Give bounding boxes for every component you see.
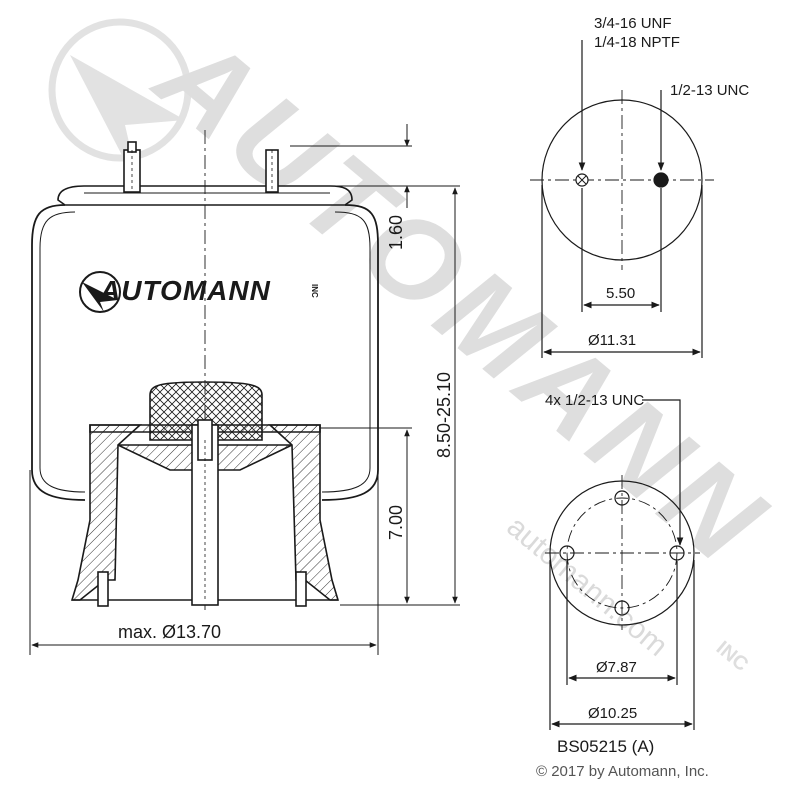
label-bolt: 4x 1/2-13 UNC [545, 392, 644, 409]
watermark-circle [48, 18, 192, 162]
watermark: AUTOMANN automann.com INC [48, 7, 793, 676]
watermark-inc-mark: INC [712, 637, 753, 676]
top-plate-view [530, 40, 714, 358]
bottom-stud-right [295, 571, 307, 607]
stud-hole-icon [653, 172, 669, 188]
label-thread-line2: 1/4-18 NPTF [594, 34, 680, 51]
label-base-diameter: Ø10.25 [588, 705, 637, 722]
label-height-range: 8.50-25.10 [434, 372, 454, 458]
piston-right-wall [267, 424, 340, 601]
bolt-hole-right [669, 545, 685, 561]
label-thread-line1: 3/4-16 UNF [594, 15, 672, 32]
bolt-hole-left [559, 545, 575, 561]
bellows-body [31, 204, 379, 501]
label-stud: 1/2-13 UNC [670, 82, 749, 99]
logo-text: AUTOMANN [99, 275, 271, 306]
bottom-stud-left [97, 571, 109, 607]
label-plate-diameter: Ø11.31 [588, 332, 636, 349]
side-view [31, 130, 379, 610]
piston-left-wall [70, 424, 143, 601]
label-stud-spacing: 5.50 [606, 285, 635, 302]
logo: AUTOMANN INC [79, 271, 319, 313]
label-bolt-circle: Ø7.87 [596, 659, 637, 676]
label-top-gap: 1.60 [386, 215, 406, 250]
logo-inc-mark: INC [310, 284, 319, 298]
side-dimensions [29, 124, 460, 655]
logo-circle-icon [79, 271, 121, 313]
part-number: BS05215 (A) [557, 737, 654, 756]
label-piston-height: 7.00 [386, 505, 406, 540]
copyright: © 2017 by Automann, Inc. [536, 763, 709, 780]
top-studs [123, 141, 279, 193]
bolt-hole-bottom [614, 600, 630, 616]
bottom-view [545, 399, 700, 730]
label-max-diameter: max. Ø13.70 [118, 622, 221, 642]
watermark-arrow-icon [70, 55, 185, 190]
bolt-hole-top [614, 490, 630, 506]
